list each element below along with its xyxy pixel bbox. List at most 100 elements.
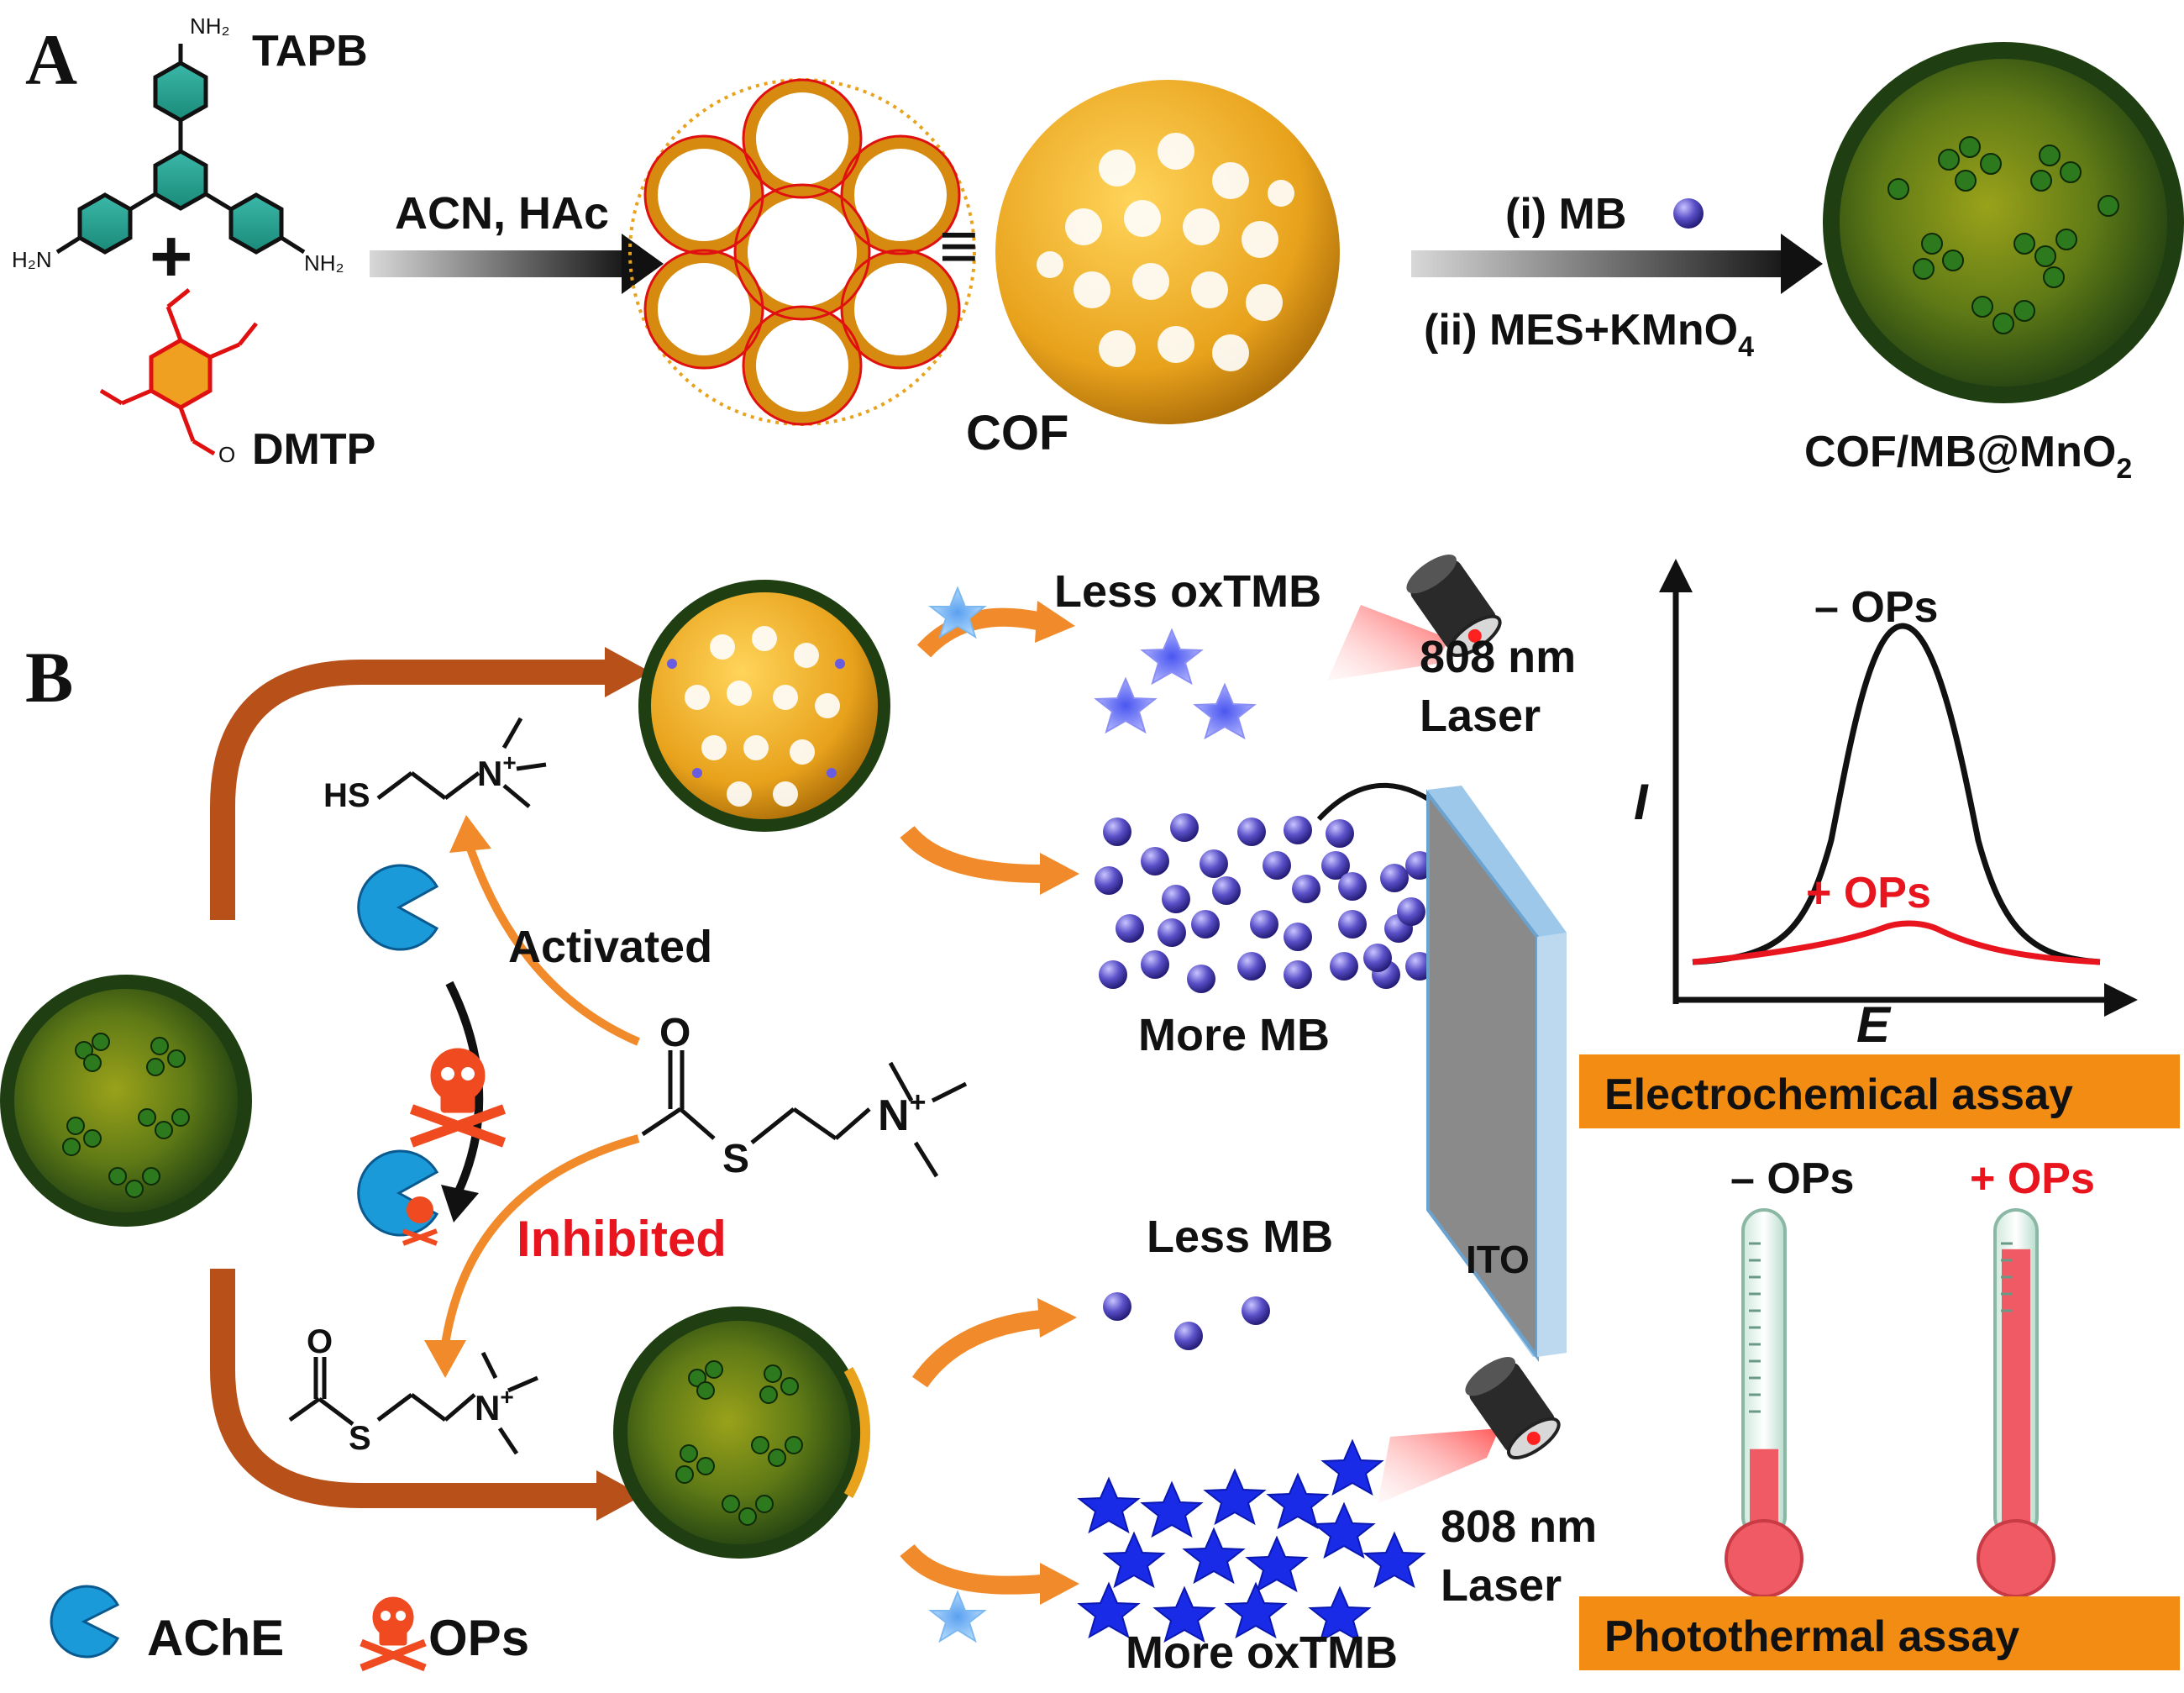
less-mb-spheres [1103, 1292, 1270, 1350]
arrow-to-less-mb [911, 1310, 1043, 1388]
inhibited-label: Inhibited [517, 1211, 727, 1267]
thermometer-minus-ops [1725, 1208, 1803, 1598]
legend-ache-label: AChE [147, 1610, 284, 1666]
graph-plus-ops-label: + OPs [1806, 869, 1931, 917]
thermo-plus-ops-label: + OPs [1970, 1154, 2095, 1203]
arrow-head-more-oxtmb [1040, 1563, 1079, 1605]
h2n-left-label: H₂N [12, 247, 52, 272]
more-oxtmb-stars [1077, 1438, 1426, 1643]
arrow-loading [1411, 234, 1823, 294]
carbonyl-o-bottom-label: O [307, 1323, 333, 1360]
ache-enzyme-icon [357, 864, 439, 951]
thermometer-plus-fill [2002, 1249, 2030, 1538]
curve-minus-ops [1692, 623, 2101, 965]
nh2-top-label: NH₂ [190, 13, 230, 39]
photothermal-assay-box [1579, 1596, 2180, 1670]
arrow-to-more-oxtmb [900, 1543, 1042, 1595]
cof-sphere-icon [995, 80, 1340, 424]
arrow-head-more-mb [1040, 853, 1079, 895]
more-oxtmb-label: More oxTMB [1126, 1627, 1398, 1678]
activated-reaction-arrow [466, 847, 640, 1046]
n-plus-top-label: N+ [477, 749, 517, 793]
laser-top-icon [1327, 555, 1502, 681]
less-oxtmb-stars [1094, 628, 1257, 740]
dmtp-o-label: O [218, 442, 235, 467]
laser-bottom-icon [1378, 1357, 1561, 1504]
less-mb-label: Less MB [1147, 1212, 1333, 1262]
inhibited-arrow-head [596, 1470, 643, 1521]
left-sphere-icon [0, 975, 252, 1227]
laser-top-nm: 808 nm [1420, 632, 1576, 682]
cof-mb-mno2-sphere-icon [1823, 42, 2184, 403]
laser-top-word: Laser [1420, 691, 1541, 741]
hs-label: HS [323, 777, 370, 814]
legend-ops-skull-icon [360, 1596, 427, 1672]
activated-label: Activated [508, 922, 712, 972]
tapb-label: TAPB [252, 27, 368, 76]
tapb-molecule [55, 44, 306, 255]
inhibited-ache-icon [357, 1149, 439, 1246]
ops-skull-icon [409, 1048, 507, 1148]
cof-label: COF [966, 406, 1068, 460]
cof-framework-icon [628, 78, 976, 426]
mb-to-electrode-arrow [1316, 783, 1453, 822]
graph-x-label: E [1856, 996, 1892, 1053]
arrow-head-less-oxtmb [1035, 601, 1075, 643]
arrow-to-more-mb [900, 825, 1042, 883]
legend-ache-icon [50, 1585, 120, 1659]
arrow-synthesis [370, 234, 664, 294]
legend-ops-label: OPs [428, 1610, 529, 1666]
tmb-star-icon-top [928, 586, 987, 639]
more-mb-label: More MB [1138, 1010, 1330, 1060]
panel-a-label: A [25, 19, 77, 100]
activated-sphere-icon [638, 580, 890, 832]
n-plus-middle-label: N+ [878, 1086, 926, 1140]
equivalence-sign: ≡ [939, 208, 979, 283]
ito-label: ITO [1466, 1238, 1530, 1281]
inhibited-reaction-arrow [441, 1134, 640, 1345]
thioester-s-bottom-label: S [349, 1420, 371, 1457]
step-ii-label: (ii) MES+KMnO4 [1424, 306, 1754, 363]
inhibited-reaction-head [424, 1340, 466, 1378]
thiocholine-structure [376, 717, 547, 808]
more-mb-spheres [1095, 813, 1434, 993]
mb-sphere-icon [1673, 198, 1704, 229]
thermo-minus-ops-label: – OPs [1730, 1154, 1854, 1203]
less-oxtmb-label: Less oxTMB [1054, 566, 1321, 617]
nh2-right-label: NH₂ [304, 250, 344, 276]
dmtp-molecule [99, 288, 258, 456]
graph-minus-ops-label: – OPs [1814, 583, 1938, 632]
inhibition-arrow-head [441, 1185, 479, 1222]
carbonyl-o-label: O [659, 1011, 690, 1055]
electrochemical-assay-label: Electrochemical assay [1604, 1070, 2073, 1119]
n-plus-bottom-label: N+ [475, 1384, 514, 1427]
step-i-label: (i) MB [1505, 190, 1626, 239]
arrow-to-less-oxtmb [916, 607, 1044, 658]
inhibited-path-arrow [210, 1269, 596, 1508]
electrochemical-assay-box [1579, 1054, 2180, 1128]
graph-y-label: I [1634, 774, 1649, 830]
electrochemical-graph [1659, 559, 2138, 1017]
arrow-head-less-mb [1037, 1298, 1077, 1338]
photothermal-assay-label: Photothermal assay [1604, 1612, 2019, 1661]
activated-path-arrow [210, 660, 605, 920]
dmtp-label: DMTP [252, 425, 375, 474]
arrow1-label: ACN, HAc [395, 188, 609, 239]
curve-plus-ops [1692, 920, 2101, 965]
thioester-s-label: S [722, 1137, 749, 1181]
acetylthiocholine-bottom-structure [288, 1351, 538, 1455]
laser-bottom-word: Laser [1441, 1560, 1562, 1611]
activated-arrow-head [605, 647, 651, 697]
panel-b-label: B [25, 637, 73, 718]
acetylthiocholine-structure [641, 1050, 968, 1178]
inhibited-sphere-icon [613, 1307, 871, 1559]
tmb-star-icon-bottom [928, 1590, 987, 1643]
thermometer-plus-ops [1977, 1208, 2055, 1598]
plus-sign: + [150, 214, 192, 297]
activated-reaction-head [449, 815, 491, 853]
laser-bottom-nm: 808 nm [1441, 1501, 1597, 1552]
ito-electrode [1426, 786, 1567, 1363]
product-label: COF/MB@MnO2 [1804, 428, 2132, 485]
